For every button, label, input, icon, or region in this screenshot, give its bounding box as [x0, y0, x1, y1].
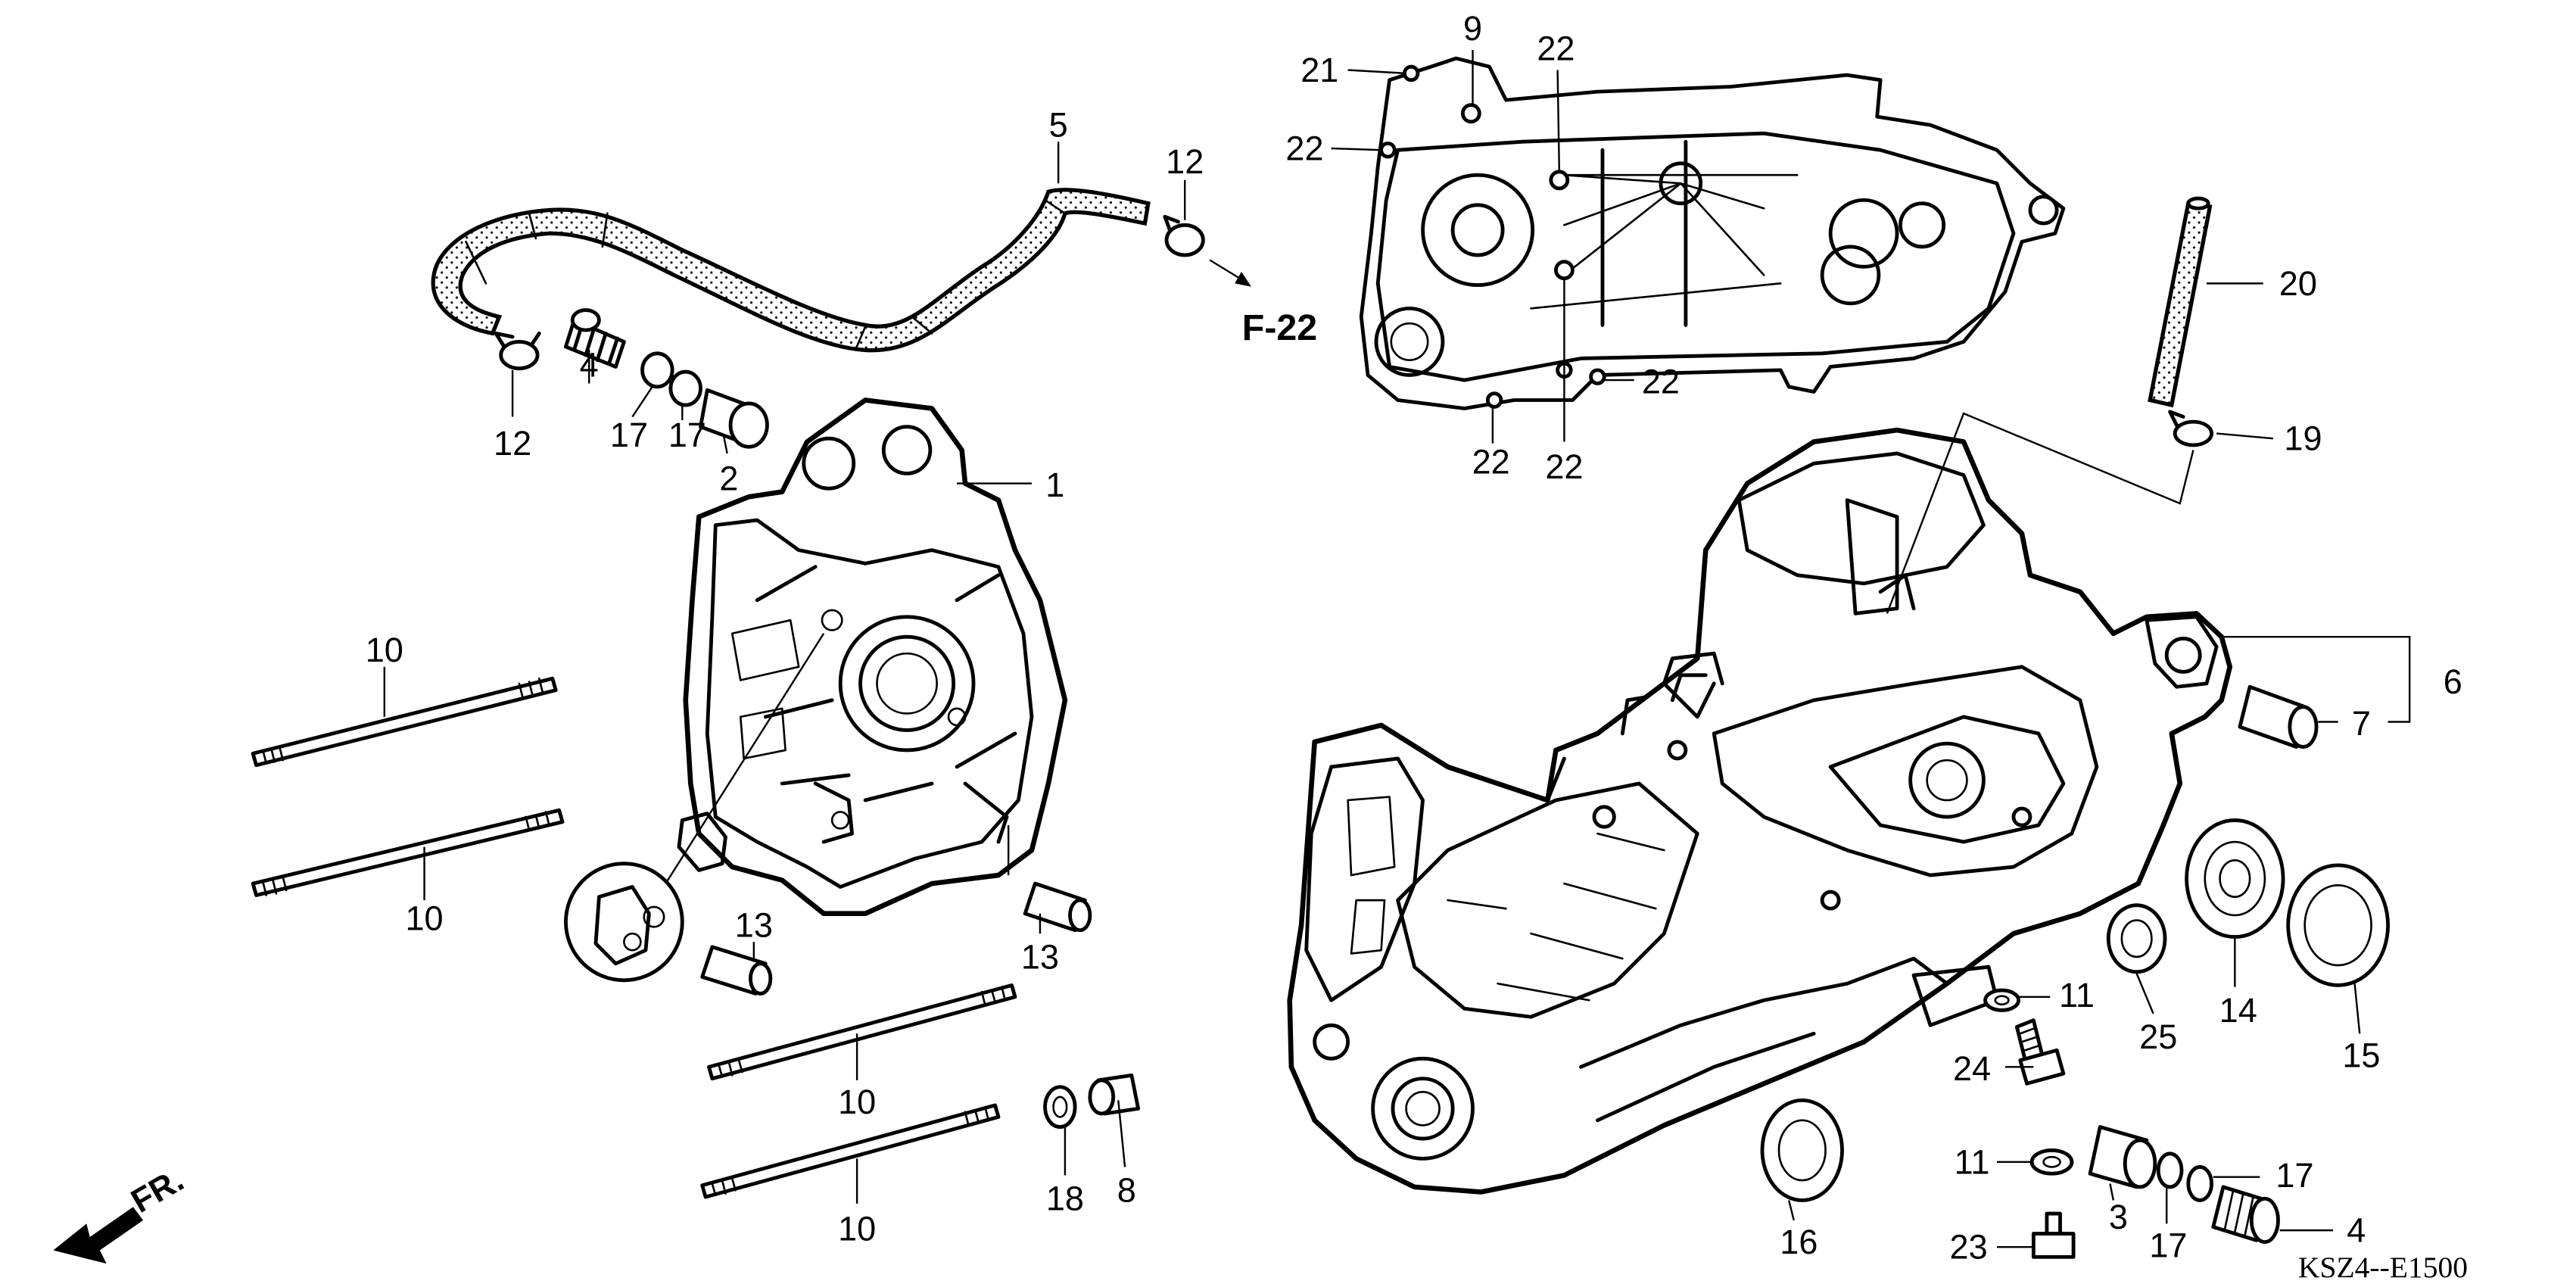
stud-bolt-10-d: [700, 1103, 1001, 1199]
callout-3: 3: [2109, 1198, 2128, 1236]
diagram-code: KSZ4--E1500: [2298, 1251, 2468, 1284]
dowel-pin-13-left: [700, 945, 773, 996]
washer-18: [1043, 1085, 1077, 1130]
hose-clamp-12-right: [1163, 214, 1205, 257]
drain-bolt-24: [2014, 1018, 2066, 1086]
callout-5: 5: [1049, 106, 1068, 145]
detail-circle: [564, 633, 825, 983]
stud-bolt-10-b: [251, 808, 565, 897]
collar-8: [1088, 1073, 1141, 1116]
oil-seal-16: [1760, 1098, 1844, 1202]
washer-17-upper-a: [640, 351, 674, 389]
reference-label: F-22: [1242, 307, 1317, 348]
callout-18: 18: [1046, 1179, 1084, 1218]
callout-13-right: 13: [1021, 937, 1059, 976]
washer-17-lower-a: [2156, 1151, 2184, 1189]
callout-14: 14: [2219, 991, 2257, 1030]
callout-10-a: 10: [366, 631, 403, 669]
callout-11-upper: 11: [2059, 976, 2095, 1014]
callout-12-right: 12: [1166, 142, 1204, 181]
hose-clamp-12-left: [494, 331, 541, 371]
callout-22-a: 22: [1285, 129, 1323, 167]
stud-bolt-10-a: [251, 676, 558, 768]
front-direction-indicator: FR.: [53, 1161, 190, 1264]
callout-2: 2: [719, 459, 738, 497]
callouts: 5 12 12 4 17 17 2 1 10 10 13 13 10 10 18…: [366, 9, 2462, 1267]
callout-12-left: 12: [494, 424, 531, 463]
callout-10-b: 10: [406, 899, 444, 938]
callout-10-c: 10: [838, 1083, 876, 1121]
callout-15: 15: [2342, 1036, 2380, 1074]
callout-1: 1: [1045, 466, 1064, 504]
callout-7: 7: [2352, 704, 2371, 743]
bearing-14: [2185, 818, 2285, 939]
washer-11-upper: [1983, 988, 2020, 1012]
callout-4-lower: 4: [2347, 1211, 2366, 1250]
collar-2: [699, 388, 769, 449]
callout-17-lower-b: 17: [2149, 1226, 2187, 1264]
callout-8: 8: [1117, 1171, 1136, 1210]
callout-10-d: 10: [838, 1209, 876, 1248]
callout-9: 9: [1463, 9, 1482, 48]
collar-3: [2088, 1125, 2157, 1189]
callout-4-upper: 4: [580, 346, 599, 385]
crankcase-right: [1287, 427, 2233, 1195]
callout-6: 6: [2444, 662, 2462, 701]
crankcase-left-1: [677, 397, 1068, 917]
callout-25: 25: [2139, 1017, 2177, 1056]
washer-11-lower: [2029, 1148, 2074, 1176]
callout-22-e: 22: [1545, 447, 1583, 486]
bushing-7: [2238, 684, 2319, 749]
left-side-cover: [1359, 56, 2066, 410]
tube-clamp-19: [2168, 410, 2213, 447]
callout-17-lower-a: 17: [2275, 1156, 2313, 1195]
oil-seal-15: [2286, 863, 2391, 987]
callout-13-left: 13: [735, 906, 773, 945]
callout-19: 19: [2284, 419, 2322, 458]
callout-22-b: 22: [1537, 29, 1575, 67]
breather-tube-20: [2148, 196, 2213, 408]
reference-arrow: [1209, 259, 1252, 287]
callout-22-d: 22: [1472, 442, 1510, 481]
stud-bolt-10-c: [707, 983, 1017, 1081]
breather-hose-5: [431, 188, 1151, 353]
callout-16: 16: [1780, 1223, 1818, 1261]
callout-11-lower: 11: [1955, 1142, 1990, 1181]
bearing-25: [2106, 903, 2167, 974]
callout-17-upper-a: 17: [610, 416, 648, 454]
callout-24: 24: [1953, 1049, 1991, 1088]
callout-22-c: 22: [1642, 363, 1680, 401]
washer-17-upper-b: [668, 369, 702, 407]
callout-23: 23: [1950, 1228, 1988, 1267]
callout-21: 21: [1300, 51, 1338, 89]
washer-17-lower-b: [2186, 1165, 2213, 1202]
callout-20: 20: [2279, 264, 2317, 303]
breather-fitting-4-upper: [564, 308, 626, 369]
drain-bolt-23: [2031, 1211, 2076, 1259]
breather-fitting-4-lower: [2211, 1185, 2280, 1244]
callout-17-upper-b: 17: [668, 416, 706, 454]
dowel-pin-13-right: [1023, 881, 1092, 933]
leader-lines: [383, 50, 2411, 1248]
